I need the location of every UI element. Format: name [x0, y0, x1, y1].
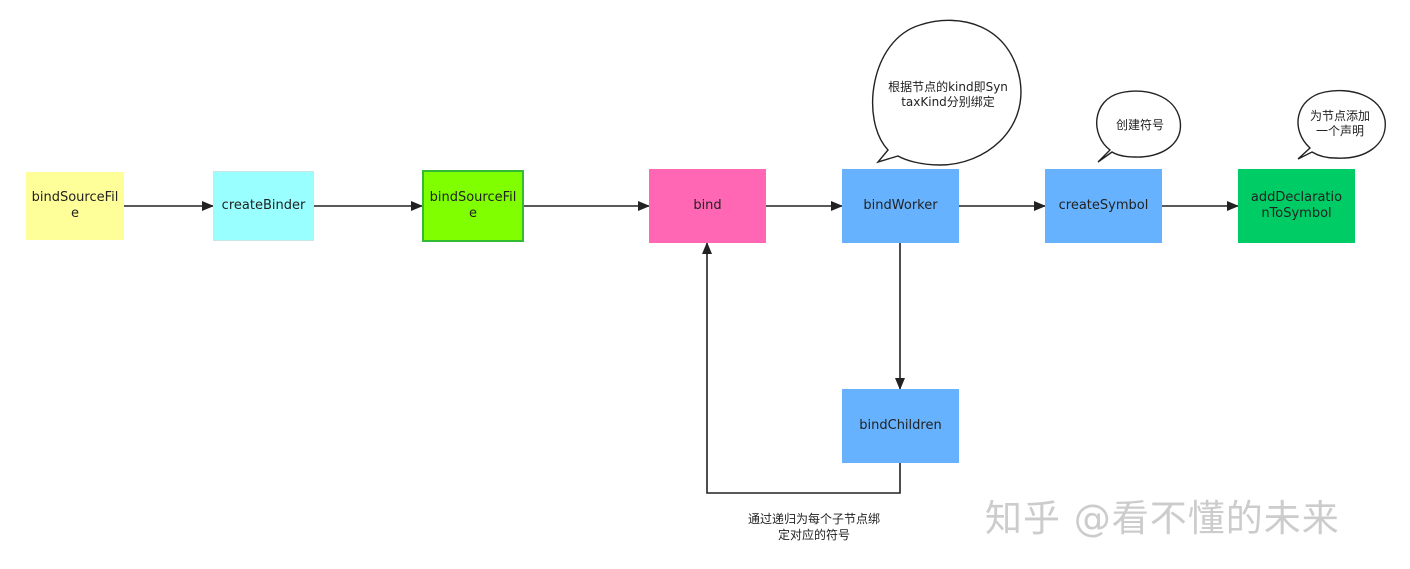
callout-add-declaration-bubble — [1297, 89, 1386, 160]
node-bind-worker[interactable]: bindWorker — [842, 169, 959, 243]
callout-kind-bind-text: 根据节点的kind即SyntaxKind分别绑定 — [888, 80, 1008, 109]
callout-add-declaration-text: 为节点添加一个声明 — [1309, 109, 1370, 138]
watermark: 知乎 @看不懂的未来 — [985, 497, 1340, 540]
node-bind-children[interactable]: bindChildren — [842, 389, 959, 463]
node-label: bindSourceFile — [429, 190, 517, 221]
node-label: createBinder — [221, 198, 306, 213]
node-label: bind — [693, 198, 722, 213]
node-add-declaration-to-symbol[interactable]: addDeclarationToSymbol — [1238, 169, 1355, 243]
node-label: createSymbol — [1058, 198, 1149, 213]
node-bind-source-file-start[interactable]: bindSourceFile — [26, 172, 124, 240]
node-label: addDeclarationToSymbol — [1250, 190, 1343, 221]
callout-create-symbol-text: 创建符号 — [1115, 117, 1164, 132]
annotation-recursion: 通过递归为每个子节点绑定对应的符号 — [748, 512, 881, 542]
node-create-symbol[interactable]: createSymbol — [1045, 169, 1162, 243]
node-label: bindWorker — [863, 198, 938, 213]
node-label: bindSourceFile — [31, 190, 119, 221]
node-bind[interactable]: bind — [649, 169, 766, 243]
node-create-binder[interactable]: createBinder — [213, 171, 314, 241]
node-bind-source-file[interactable]: bindSourceFile — [422, 170, 524, 242]
callout-create-symbol-bubble — [1096, 90, 1182, 163]
node-label: bindChildren — [859, 418, 942, 433]
edge-bindchildren-bind-loop — [702, 242, 901, 494]
callout-kind-bind-bubble — [871, 19, 1022, 166]
